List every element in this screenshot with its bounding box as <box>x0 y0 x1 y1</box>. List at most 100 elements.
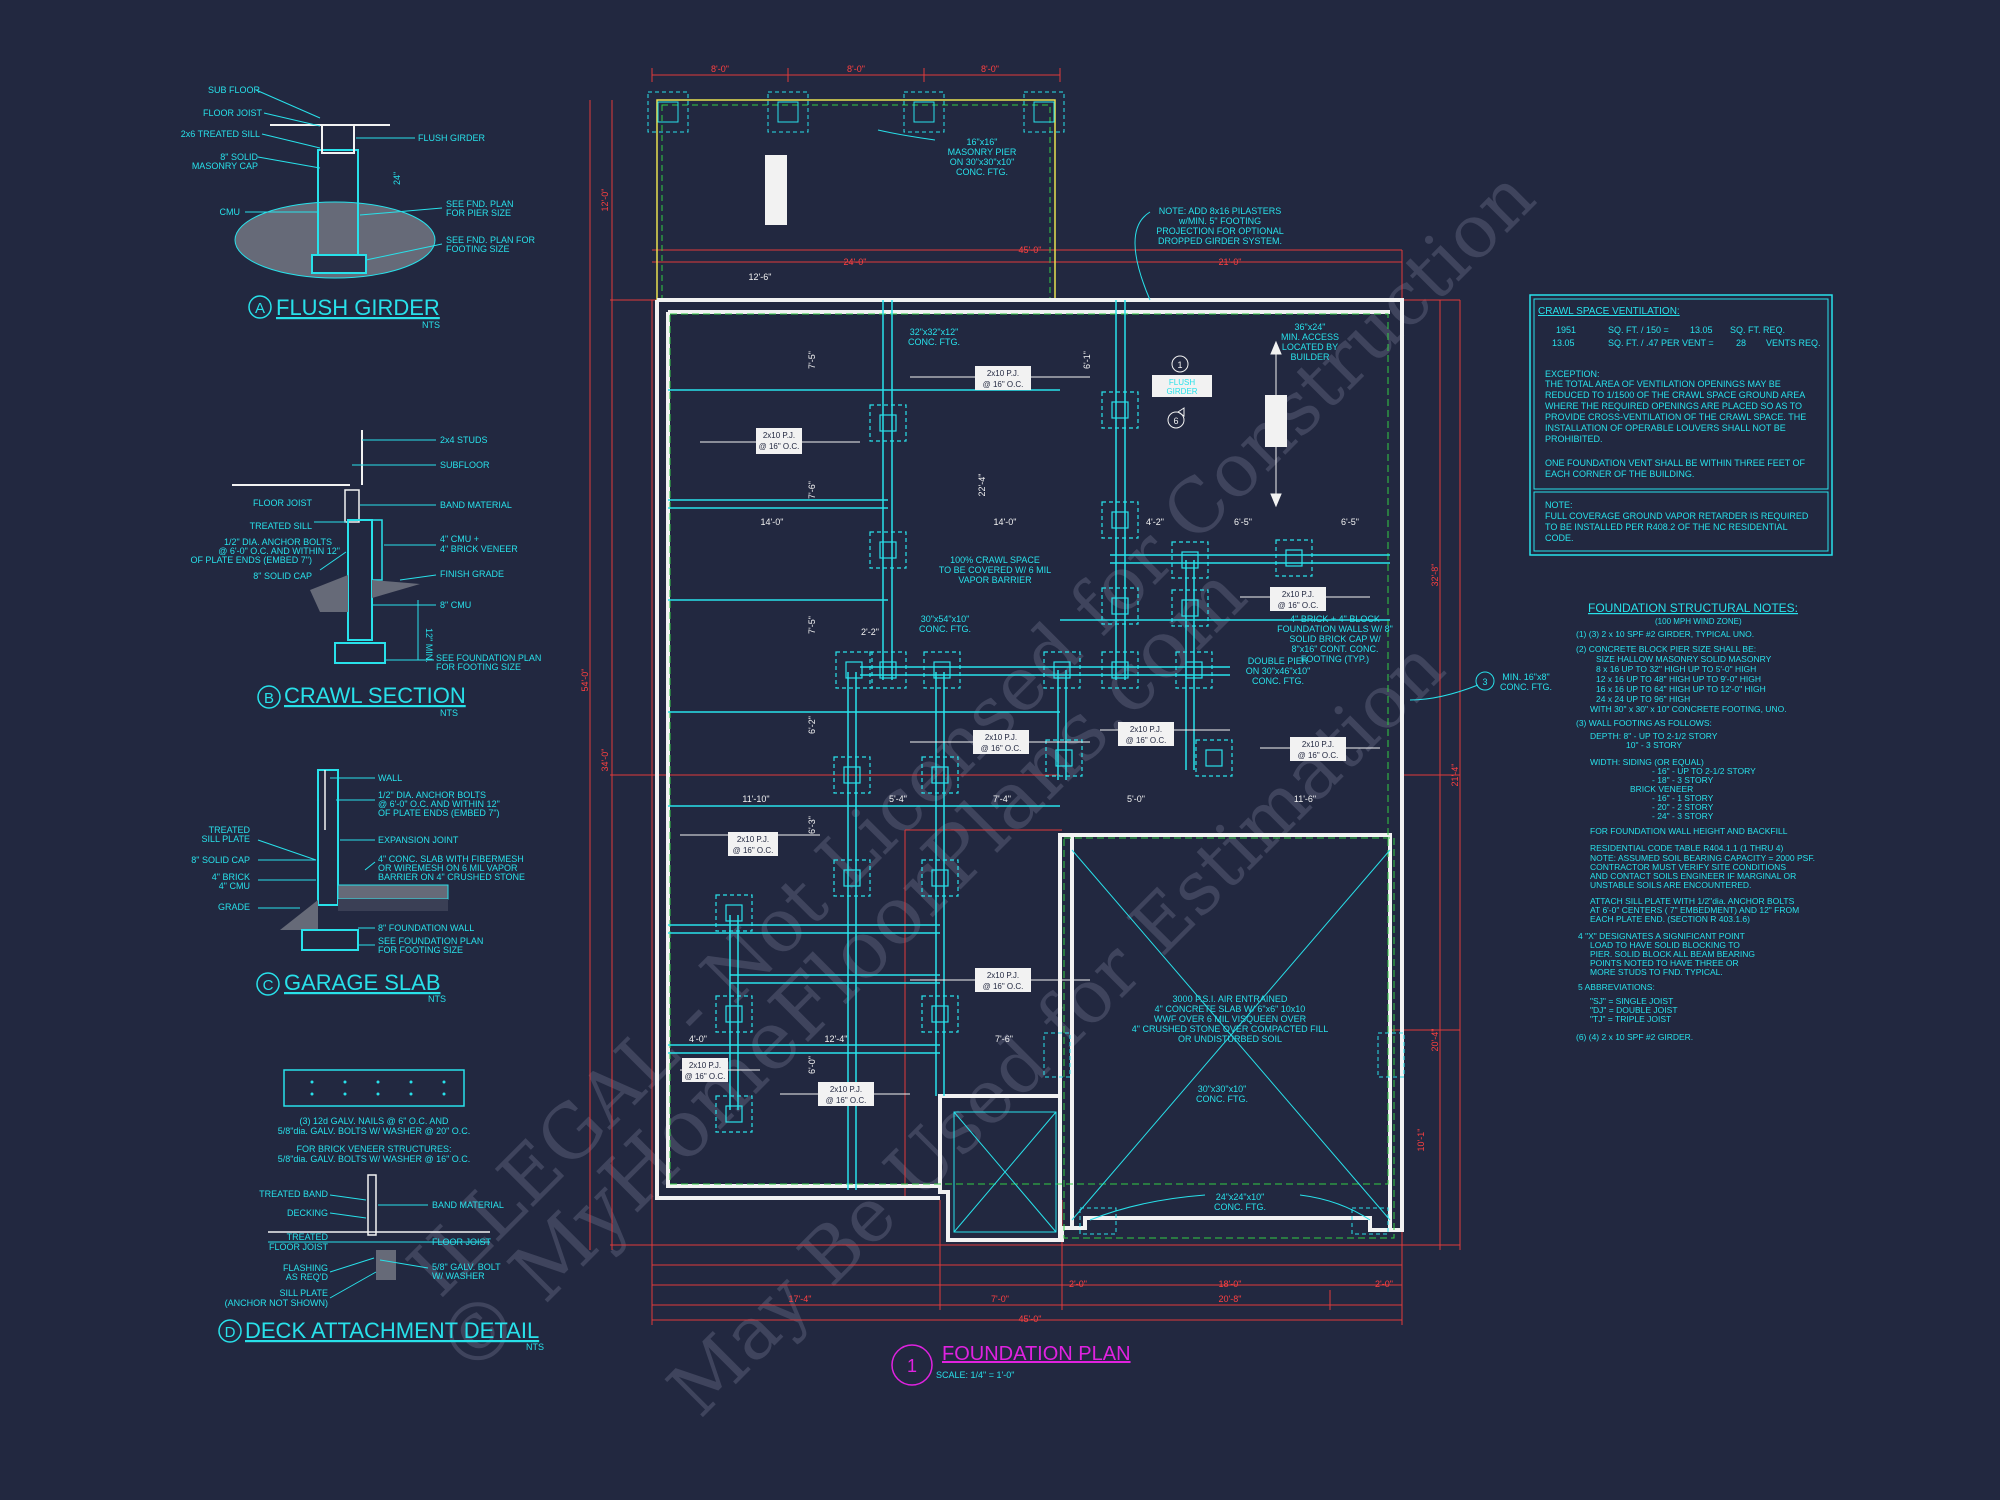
plan-title: FOUNDATION PLAN <box>942 1343 1131 1365</box>
dim-int: 7'-5" <box>807 351 817 369</box>
svg-text:@ 16" O.C.: @ 16" O.C. <box>733 846 774 855</box>
svg-text:@ 16" O.C.: @ 16" O.C. <box>1278 601 1319 610</box>
note-ftg-24: 24"x24"x10" CONC. FTG. <box>1214 1192 1266 1212</box>
dimension-labels: 8'-0" 8'-0" 8'-0" 24'-0" 45'-0" 21'-0" 1… <box>580 64 1460 1324</box>
svg-text:2x10 P.J.: 2x10 P.J. <box>689 1061 721 1070</box>
dim-right-3: 20'-4" <box>1430 1029 1440 1052</box>
note-crawl-space: 100% CRAWL SPACE TO BE COVERED W/ 6 MIL … <box>939 555 1051 585</box>
deck-note-2: 5/8"dia. GALV. BOLTS W/ WASHER @ 20" O.C… <box>278 1126 471 1136</box>
label-solid: 8" SOLID <box>220 152 258 162</box>
girder-tag: 2x10 P.J. @ 16" O.C. <box>728 832 778 856</box>
girder-tag: 2x10 P.J. @ 16" O.C. <box>682 1058 728 1082</box>
label-sill-plate: SILL PLATE <box>279 1288 328 1298</box>
svg-text:8"x16" CONT. CONC.: 8"x16" CONT. CONC. <box>1292 644 1379 654</box>
dim-top-2: 8'-0" <box>847 64 865 74</box>
svg-text:WITH 30" x 30" x 10" CONCRETE: WITH 30" x 30" x 10" CONCRETE FOOTING, U… <box>1590 704 1787 714</box>
note-min-footing: MIN. 16"x8" CONC. FTG. <box>1500 672 1552 692</box>
svg-text:@ 16" O.C.: @ 16" O.C. <box>983 982 1024 991</box>
svg-text:@ 16" O.C.: @ 16" O.C. <box>1298 751 1339 760</box>
label-conc-slab: 4" CONC. SLAB WITH FIBERMESH <box>378 854 524 864</box>
label-anchor-bolts: 1/2" DIA. ANCHOR BOLTS <box>224 537 332 547</box>
ventilation-box: CRAWL SPACE VENTILATION: 1951 SQ. FT. / … <box>1529 294 1833 556</box>
svg-text:TO BE COVERED W/ 6 MIL: TO BE COVERED W/ 6 MIL <box>939 565 1051 575</box>
brick-veneer <box>371 519 383 581</box>
detail-crawl-section: 2x4 STUDS SUBFLOOR BAND MATERIAL 4" CMU … <box>190 430 541 718</box>
svg-text:2x10 P.J.: 2x10 P.J. <box>987 369 1019 378</box>
girder-tag: 2x10 P.J. @ 16" O.C. <box>1118 722 1174 746</box>
dim-right-4: 10'-1" <box>1416 1129 1426 1152</box>
svg-text:4 "X" DESIGNATES A SIGNIFICAN: 4 "X" DESIGNATES A SIGNIFICANT POINT <box>1578 931 1745 941</box>
dim-int: 6'-1" <box>1082 351 1092 369</box>
label-treated-sill: TREATED SILL <box>250 521 312 531</box>
band-elevation <box>283 1069 465 1107</box>
detail-a-scale: NTS <box>422 320 440 330</box>
dim-right-1: 32'-8" <box>1430 564 1440 587</box>
detail-d-title: DECK ATTACHMENT DETAIL <box>245 1318 539 1343</box>
label-as-reqd: AS REQ'D <box>286 1272 329 1282</box>
label-cmu: CMU <box>220 207 241 217</box>
flush-girder-tag-line-2: GIRDER <box>1166 387 1197 396</box>
label-2x4-studs: 2x4 STUDS <box>440 435 488 445</box>
svg-text:@ 16" O.C.: @ 16" O.C. <box>1126 736 1167 745</box>
svg-text:WIDTH: SIDING (OR EQUAL): WIDTH: SIDING (OR EQUAL) <box>1590 757 1704 767</box>
label-subfloor: SUBFLOOR <box>440 460 490 470</box>
svg-text:NOTE: ASSUMED SOIL BEARING CAP: NOTE: ASSUMED SOIL BEARING CAPACITY = 20… <box>1590 853 1815 863</box>
dim-right-2: 21'-4" <box>1450 764 1460 787</box>
slab <box>337 884 449 900</box>
label-w-washer: W/ WASHER <box>432 1271 485 1281</box>
svg-text:"SJ" = SINGLE JOIST: "SJ" = SINGLE JOIST <box>1590 996 1673 1006</box>
svg-text:SIZE HALLOW MASONRY S: SIZE HALLOW MASONRY SOLID MASONRY <box>1596 654 1772 664</box>
label-see-fnd-plan-2: SEE FND. PLAN FOR <box>446 235 536 245</box>
svg-text:CONC. FTG.: CONC. FTG. <box>919 624 971 634</box>
label-treated: TREATED <box>209 825 251 835</box>
label-anchor-bolts: 1/2" DIA. ANCHOR BOLTS <box>378 790 486 800</box>
svg-text:2x10 P.J.: 2x10 P.J. <box>1302 740 1334 749</box>
label-footing-size: FOOTING SIZE <box>446 244 510 254</box>
label-decking: DECKING <box>287 1208 328 1218</box>
detail-deck-attachment: (3) 12d GALV. NAILS @ 6" O.C. AND 5/8"di… <box>218 1069 544 1352</box>
svg-text:8 x 16 UP TO 32" HIGH: 8 x 16 UP TO 32" HIGH UP TO 5'-0" HIGH <box>1596 664 1756 674</box>
dim-int: 5'-4" <box>889 794 907 804</box>
note-ftg-32: 32"x32"x12" CONC. FTG. <box>908 327 960 347</box>
vent-per-vent: SQ. FT. / .47 PER VENT = <box>1608 338 1714 348</box>
svg-text:ON 30"x46"x10": ON 30"x46"x10" <box>1246 666 1311 676</box>
soil-mound <box>234 201 436 279</box>
svg-text:2x10 P.J.: 2x10 P.J. <box>763 431 795 440</box>
dim-int: 7'-6" <box>995 1034 1013 1044</box>
svg-text:"DJ" = DOUBLE JOIST: "DJ" = DOUBLE JOIST <box>1590 1005 1678 1015</box>
green-dashed-footing <box>669 313 1395 1239</box>
footing <box>311 254 367 274</box>
svg-text:MIN. 16"x8": MIN. 16"x8" <box>1502 672 1549 682</box>
svg-text:@ 16" O.C.: @ 16" O.C. <box>981 744 1022 753</box>
foundation-wall <box>655 298 1404 1242</box>
svg-text:(3) WALL FOOTING AS FOLLOWS:: (3) WALL FOOTING AS FOLLOWS: <box>1576 718 1712 728</box>
girder-tag: 2x10 P.J. @ 16" O.C. <box>973 730 1029 754</box>
detail-d-scale: NTS <box>526 1342 544 1352</box>
detail-a-title: FLUSH GIRDER <box>276 295 440 320</box>
svg-text:12 x 16 UP TO 48" HIGH: 12 x 16 UP TO 48" HIGH UP TO 9'-0" HIGH <box>1596 674 1761 684</box>
label-see-fnd-plan-1: SEE FND. PLAN <box>446 199 514 209</box>
note-masonry-pier: 16"x16" MASONRY PIER ON 30"x30"x10" CONC… <box>948 137 1017 177</box>
svg-text:- 18" - 3 STORY: - 18" - 3 STORY <box>1652 775 1714 785</box>
porch-piers <box>647 91 1065 133</box>
svg-text:PROVIDE CROSS-VENTILATION OF T: PROVIDE CROSS-VENTILATION OF THE CRAWL S… <box>1545 412 1806 422</box>
svg-text:10" - 3 STORY: 10" - 3 STORY <box>1626 740 1682 750</box>
svg-text:(1) (3) 2 x 10 SPF #2 GIRDER,: (1) (3) 2 x 10 SPF #2 GIRDER, TYPICAL UN… <box>1576 629 1754 639</box>
detail-b-marker <box>257 685 281 709</box>
dim-int: 11'-10" <box>742 794 769 804</box>
svg-text:FOR FOUNDATION WALL HEIGHT AND: FOR FOUNDATION WALL HEIGHT AND BACKFILL <box>1590 826 1788 836</box>
detail-a-letter: A <box>255 300 265 317</box>
svg-text:NOTE:: NOTE: <box>1545 500 1573 510</box>
dim-int: 11'-6" <box>1294 794 1316 804</box>
dim-int: 7'-4" <box>993 794 1011 804</box>
svg-text:LOAD TO HAVE SOLID BLOCKING TO: LOAD TO HAVE SOLID BLOCKING TO <box>1590 940 1740 950</box>
dim-int: 14'-0" <box>761 517 784 527</box>
access-tag <box>1265 395 1287 447</box>
label-floor-joist-right: FLOOR JOIST <box>432 1237 492 1247</box>
svg-text:MASONRY PIER: MASONRY PIER <box>948 147 1017 157</box>
svg-text:NOTE: ADD 8x16 PILASTERS: NOTE: ADD 8x16 PILASTERS <box>1159 206 1282 216</box>
dim-int: 14'-0" <box>994 517 1017 527</box>
dim-overall-1: 24'-0" <box>844 257 867 267</box>
svg-text:AT 6'-0" CENTERS ( 7" EMBEDMEN: AT 6'-0" CENTERS ( 7" EMBEDMENT) AND 12"… <box>1590 905 1799 915</box>
garage-footing <box>301 929 359 951</box>
